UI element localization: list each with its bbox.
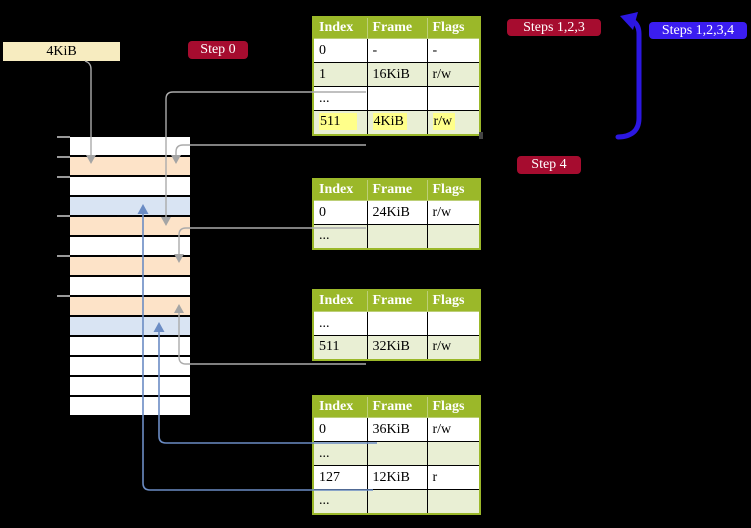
- table-cell: 0: [312, 200, 368, 225]
- memory-frame-row-white: [70, 375, 190, 395]
- column-header-frame: Frame: [366, 395, 428, 418]
- table-cell: 511: [312, 110, 368, 135]
- table-row: ...: [312, 311, 481, 336]
- table-cell: 0: [312, 38, 368, 63]
- column-header-index: Index: [312, 178, 368, 201]
- memory-tick: [57, 255, 70, 257]
- column-header-index: Index: [312, 289, 368, 312]
- step4-badge: Step 4: [517, 156, 581, 174]
- arrow-t1r511-to-4kib-frame: [175, 144, 366, 156]
- memory-frame-row-peach: [70, 155, 190, 175]
- memory-tick: [57, 215, 70, 217]
- table-row: 511 4KiB r/w: [312, 110, 481, 135]
- highlighted-value: r/w: [432, 113, 456, 131]
- column-header-frame: Frame: [366, 178, 428, 201]
- table-cell: [426, 489, 481, 514]
- memory-tick: [57, 136, 70, 138]
- memory-tick: [57, 176, 70, 178]
- table-cell: r: [426, 465, 481, 490]
- table-cell: [426, 311, 481, 336]
- table-cell: 4KiB: [366, 110, 428, 135]
- table-cell: r/w: [426, 335, 481, 360]
- memory-frame-row-white: [70, 335, 190, 355]
- table-cell: r/w: [426, 110, 481, 135]
- table-cell: 511: [312, 335, 368, 360]
- step0-badge: Step 0: [188, 41, 248, 59]
- memory-frame-row-white: [70, 137, 190, 155]
- memory-frame-row-peach: [70, 255, 190, 275]
- table-cell: ...: [312, 311, 368, 336]
- memory-tick: [57, 156, 70, 158]
- table-cell: 0: [312, 417, 368, 442]
- table-cell: ...: [312, 441, 368, 466]
- column-header-flags: Flags: [426, 289, 481, 312]
- table-cell: [426, 441, 481, 466]
- highlighted-value: 511: [319, 113, 358, 131]
- table-cell: r/w: [426, 200, 481, 225]
- table-cell: -: [366, 38, 428, 63]
- steps1234-badge: Steps 1,2,3,4: [649, 22, 747, 39]
- table-cell: [366, 311, 428, 336]
- steps123-badge: Steps 1,2,3: [507, 19, 601, 36]
- table-cell: 127: [312, 465, 368, 490]
- table-cell: 32KiB: [366, 335, 428, 360]
- highlighted-value: 4KiB: [372, 113, 407, 131]
- memory-frame-row-white: [70, 355, 190, 375]
- table-cell: 1: [312, 62, 368, 87]
- memory-frame-row-peach: [70, 295, 190, 315]
- column-header-flags: Flags: [426, 395, 481, 418]
- column-header-index: Index: [312, 16, 368, 39]
- table-row: 0--: [312, 38, 481, 63]
- table-cell: 16KiB: [366, 62, 428, 87]
- table-cell: [366, 441, 428, 466]
- memory-frame-row-white: [70, 275, 190, 295]
- table-cell: 12KiB: [366, 465, 428, 490]
- memory-frame-row-white: [70, 235, 190, 255]
- table-row: ...: [312, 489, 481, 514]
- column-header-flags: Flags: [426, 178, 481, 201]
- column-header-index: Index: [312, 395, 368, 418]
- memory-frame-row-peach: [70, 215, 190, 235]
- memory-frame-row-white: [70, 395, 190, 415]
- table-cell: r/w: [426, 417, 481, 442]
- table-cell: [426, 224, 481, 249]
- table-cell: ...: [312, 224, 368, 249]
- memory-frame-row-blue: [70, 315, 190, 335]
- table-cell: [366, 86, 428, 111]
- memory-tick: [57, 295, 70, 297]
- memory-frame-row-white: [70, 175, 190, 195]
- table-row: ...: [312, 441, 481, 466]
- table-row: ...: [312, 86, 481, 111]
- memory-frame-row-blue: [70, 195, 190, 215]
- physical-memory-column: [70, 137, 190, 415]
- column-header-frame: Frame: [366, 16, 428, 39]
- column-header-flags: Flags: [426, 16, 481, 39]
- table-cell: ...: [312, 86, 368, 111]
- table-cell: ...: [312, 489, 368, 514]
- frame-size-label: 4KiB: [3, 42, 120, 61]
- table-cell: [366, 224, 428, 249]
- table-cell: 36KiB: [366, 417, 428, 442]
- table-cell: [426, 86, 481, 111]
- table-cell: r/w: [426, 62, 481, 87]
- table-cell: [366, 489, 428, 514]
- column-header-frame: Frame: [366, 289, 428, 312]
- table-row: ...: [312, 224, 481, 249]
- table-cell: 24KiB: [366, 200, 428, 225]
- table-cell: -: [426, 38, 481, 63]
